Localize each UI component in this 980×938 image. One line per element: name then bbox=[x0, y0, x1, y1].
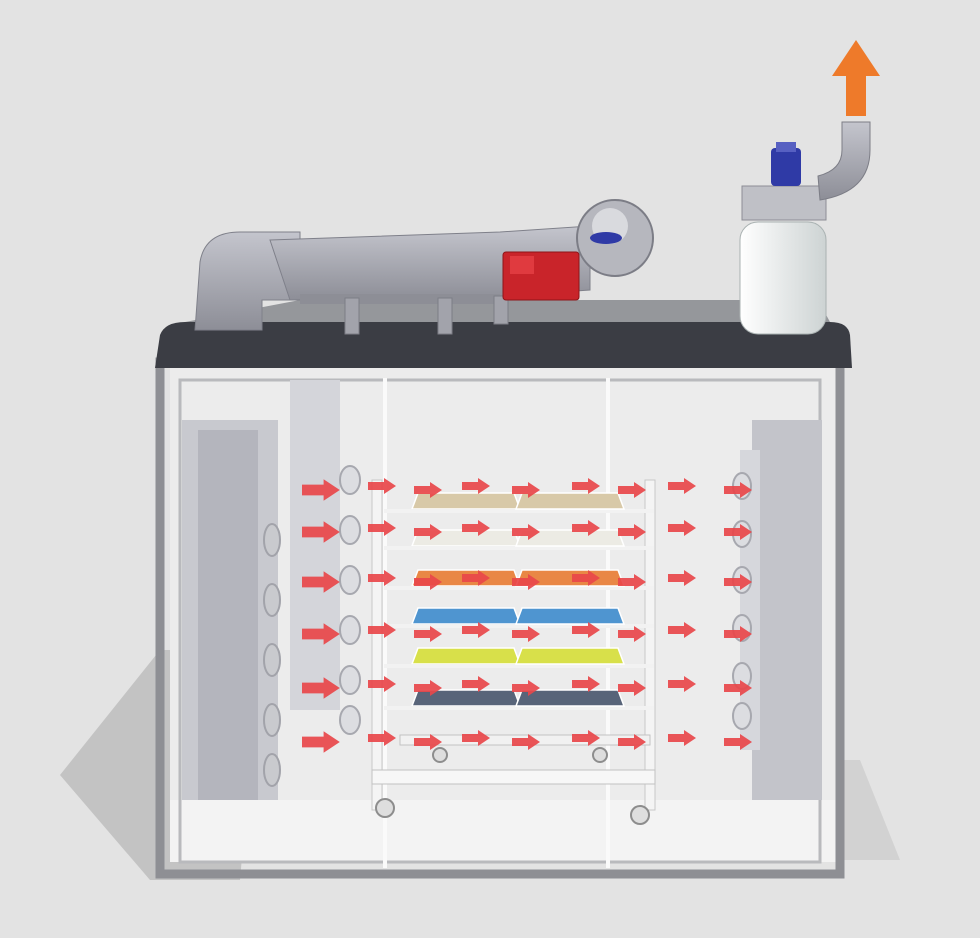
tray-rail bbox=[384, 546, 654, 550]
airflow-arrow bbox=[618, 574, 646, 590]
left-elbow-duct bbox=[194, 231, 301, 331]
airflow-arrow bbox=[368, 478, 396, 494]
airflow-arrow bbox=[368, 570, 396, 586]
tray-rail bbox=[384, 664, 654, 668]
motor-large bbox=[771, 148, 801, 186]
tray-stack bbox=[384, 492, 654, 710]
airflow-arrow bbox=[572, 570, 600, 586]
tray-4-left bbox=[410, 607, 522, 625]
airflow-arrow bbox=[302, 677, 340, 699]
airflow-arrow bbox=[572, 622, 600, 638]
airflow-arrow bbox=[572, 730, 600, 746]
airflow-arrow bbox=[302, 521, 340, 543]
airflow-arrow bbox=[618, 626, 646, 642]
airflow-arrow bbox=[302, 479, 340, 501]
airflow-arrow bbox=[462, 570, 490, 586]
airflow-arrow bbox=[668, 520, 696, 536]
tray-6-left bbox=[410, 689, 522, 707]
airflow-arrow bbox=[572, 478, 600, 494]
exhaust-stack bbox=[817, 121, 871, 201]
airflow-arrow bbox=[724, 680, 752, 696]
airflow-arrow bbox=[414, 680, 442, 696]
airflow-arrow bbox=[668, 570, 696, 586]
airflow-arrow bbox=[462, 730, 490, 746]
tray-cart bbox=[371, 479, 656, 825]
left-supply-duct bbox=[182, 380, 361, 800]
tray-1-right bbox=[514, 492, 626, 510]
tray-1-left bbox=[410, 492, 522, 510]
airflow-arrow bbox=[724, 626, 752, 642]
exhaust-arrow bbox=[832, 40, 880, 116]
airflow-arrow bbox=[302, 731, 340, 753]
tray-rail bbox=[384, 706, 654, 710]
airflow-arrow bbox=[512, 680, 540, 696]
airflow-arrow bbox=[668, 730, 696, 746]
motor-small bbox=[590, 232, 622, 244]
tray-rail bbox=[384, 624, 654, 628]
airflow-arrow bbox=[724, 734, 752, 750]
airflow-arrow bbox=[462, 478, 490, 494]
airflow-arrow bbox=[414, 734, 442, 750]
airflow-arrow bbox=[462, 520, 490, 536]
tray-5-right bbox=[514, 647, 626, 665]
exhaust-fan-housing bbox=[739, 221, 827, 335]
airflow-arrow bbox=[512, 574, 540, 590]
airflow-arrow bbox=[302, 571, 340, 593]
side-nozzles-left bbox=[339, 465, 361, 735]
airflow-arrow bbox=[368, 622, 396, 638]
airflow-arrow bbox=[512, 734, 540, 750]
airflow-arrow bbox=[618, 482, 646, 498]
duct-supports bbox=[344, 295, 509, 335]
airflow-arrow bbox=[302, 623, 340, 645]
airflow-arrow bbox=[368, 730, 396, 746]
airflow-arrow bbox=[414, 626, 442, 642]
airflow-arrow bbox=[668, 622, 696, 638]
airflow-arrow bbox=[618, 734, 646, 750]
airflow-arrow bbox=[368, 676, 396, 692]
airflow-arrow bbox=[668, 676, 696, 692]
airflow-arrow bbox=[414, 524, 442, 540]
airflow-arrow bbox=[724, 524, 752, 540]
airflow-arrow bbox=[512, 626, 540, 642]
airflow-arrow bbox=[618, 680, 646, 696]
airflow-arrow bbox=[414, 482, 442, 498]
top-duct-assembly bbox=[194, 199, 654, 335]
airflow-arrows bbox=[302, 478, 752, 753]
tray-rail bbox=[384, 509, 654, 513]
airflow-arrow bbox=[414, 574, 442, 590]
airflow-arrow bbox=[724, 482, 752, 498]
airflow-arrow bbox=[572, 676, 600, 692]
tray-6-right bbox=[514, 689, 626, 707]
tray-5-left bbox=[410, 647, 522, 665]
exhaust-fan-unit bbox=[739, 40, 880, 335]
tray-4-right bbox=[514, 607, 626, 625]
airflow-arrow bbox=[368, 520, 396, 536]
airflow-arrow bbox=[512, 524, 540, 540]
right-return-duct bbox=[732, 420, 822, 800]
airflow-arrow bbox=[572, 520, 600, 536]
airflow-arrow bbox=[462, 676, 490, 692]
airflow-arrow bbox=[724, 574, 752, 590]
cart-wheels bbox=[375, 747, 650, 825]
airflow-arrow bbox=[618, 524, 646, 540]
airflow-arrow bbox=[462, 622, 490, 638]
chamber-floor bbox=[170, 800, 838, 862]
airflow-arrow bbox=[668, 478, 696, 494]
tray-rail bbox=[384, 586, 654, 590]
airflow-arrow bbox=[512, 482, 540, 498]
